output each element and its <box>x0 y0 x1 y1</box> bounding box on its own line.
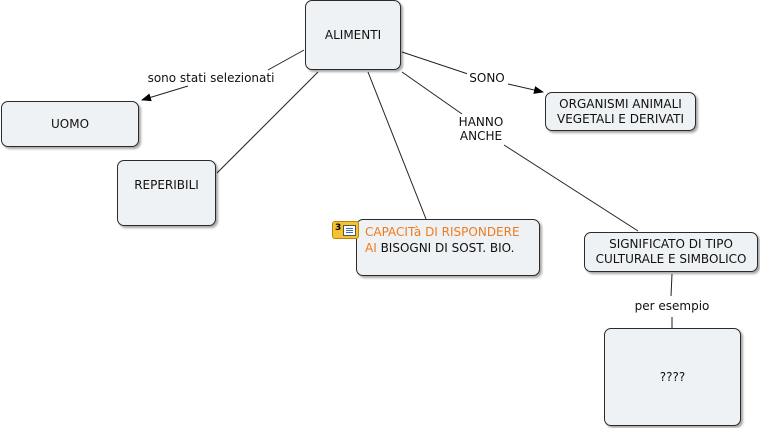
document-list-icon <box>343 225 356 236</box>
link-label-hanno-line2: ANCHE <box>459 129 503 143</box>
link-alimenti-reperibili <box>216 71 319 174</box>
node-uomo-label: UOMO <box>50 116 90 131</box>
node-capacita-rest: BISOGNI DI SOST. BIO. <box>376 241 515 255</box>
link-sono-organismi <box>507 83 544 94</box>
node-alimenti[interactable]: ALIMENTI <box>305 0 401 70</box>
link-alimenti-hanno <box>401 71 463 115</box>
node-alimenti-label: ALIMENTI <box>324 27 382 42</box>
link-alimenti-sono <box>401 51 469 75</box>
attachment-badge[interactable]: 3 <box>332 221 359 239</box>
attachment-count: 3 <box>335 223 342 233</box>
node-significato-line1: SIGNIFICATO DI TIPO <box>609 237 733 251</box>
node-capacita-orange-prefix: AI <box>365 241 377 255</box>
node-unknown-label: ???? <box>659 369 686 384</box>
link-label-selezionati: sono stati selezionati <box>146 71 276 85</box>
link-significato-esempio <box>670 273 673 297</box>
link-label-esempio: per esempio <box>632 299 712 313</box>
link-label-hanno-line1: HANNO <box>458 115 504 129</box>
node-uomo[interactable]: UOMO <box>1 101 139 147</box>
node-unknown[interactable]: ???? <box>604 328 741 426</box>
node-reperibili[interactable]: REPERIBILI <box>117 160 216 226</box>
node-capacita-line1: CAPACITà DI RISPONDERE <box>365 225 520 239</box>
node-organismi-line2: VEGETALI E DERIVATI <box>556 111 684 126</box>
link-selezionati-uomo <box>141 85 189 102</box>
node-capacita-line2: AI BISOGNI DI SOST. BIO. <box>365 240 514 256</box>
node-organismi-line1: ORGANISMI ANIMALI <box>559 96 682 111</box>
link-label-sono: SONO <box>467 71 507 85</box>
link-hanno-significato <box>503 144 639 232</box>
node-organismi[interactable]: ORGANISMI ANIMALI VEGETALI E DERIVATI <box>545 92 696 131</box>
link-alimenti-capacita <box>367 71 427 220</box>
link-label-hanno-anche: HANNO ANCHE <box>456 115 506 143</box>
node-significato[interactable]: SIGNIFICATO DI TIPO CULTURALE E SIMBOLIC… <box>584 232 758 272</box>
node-reperibili-label: REPERIBILI <box>134 178 199 192</box>
node-capacita[interactable]: CAPACITà DI RISPONDERE AI BISOGNI DI SOS… <box>356 219 540 276</box>
node-significato-line2: CULTURALE E SIMBOLICO <box>595 252 747 266</box>
link-alimenti-selezionati <box>267 49 305 71</box>
